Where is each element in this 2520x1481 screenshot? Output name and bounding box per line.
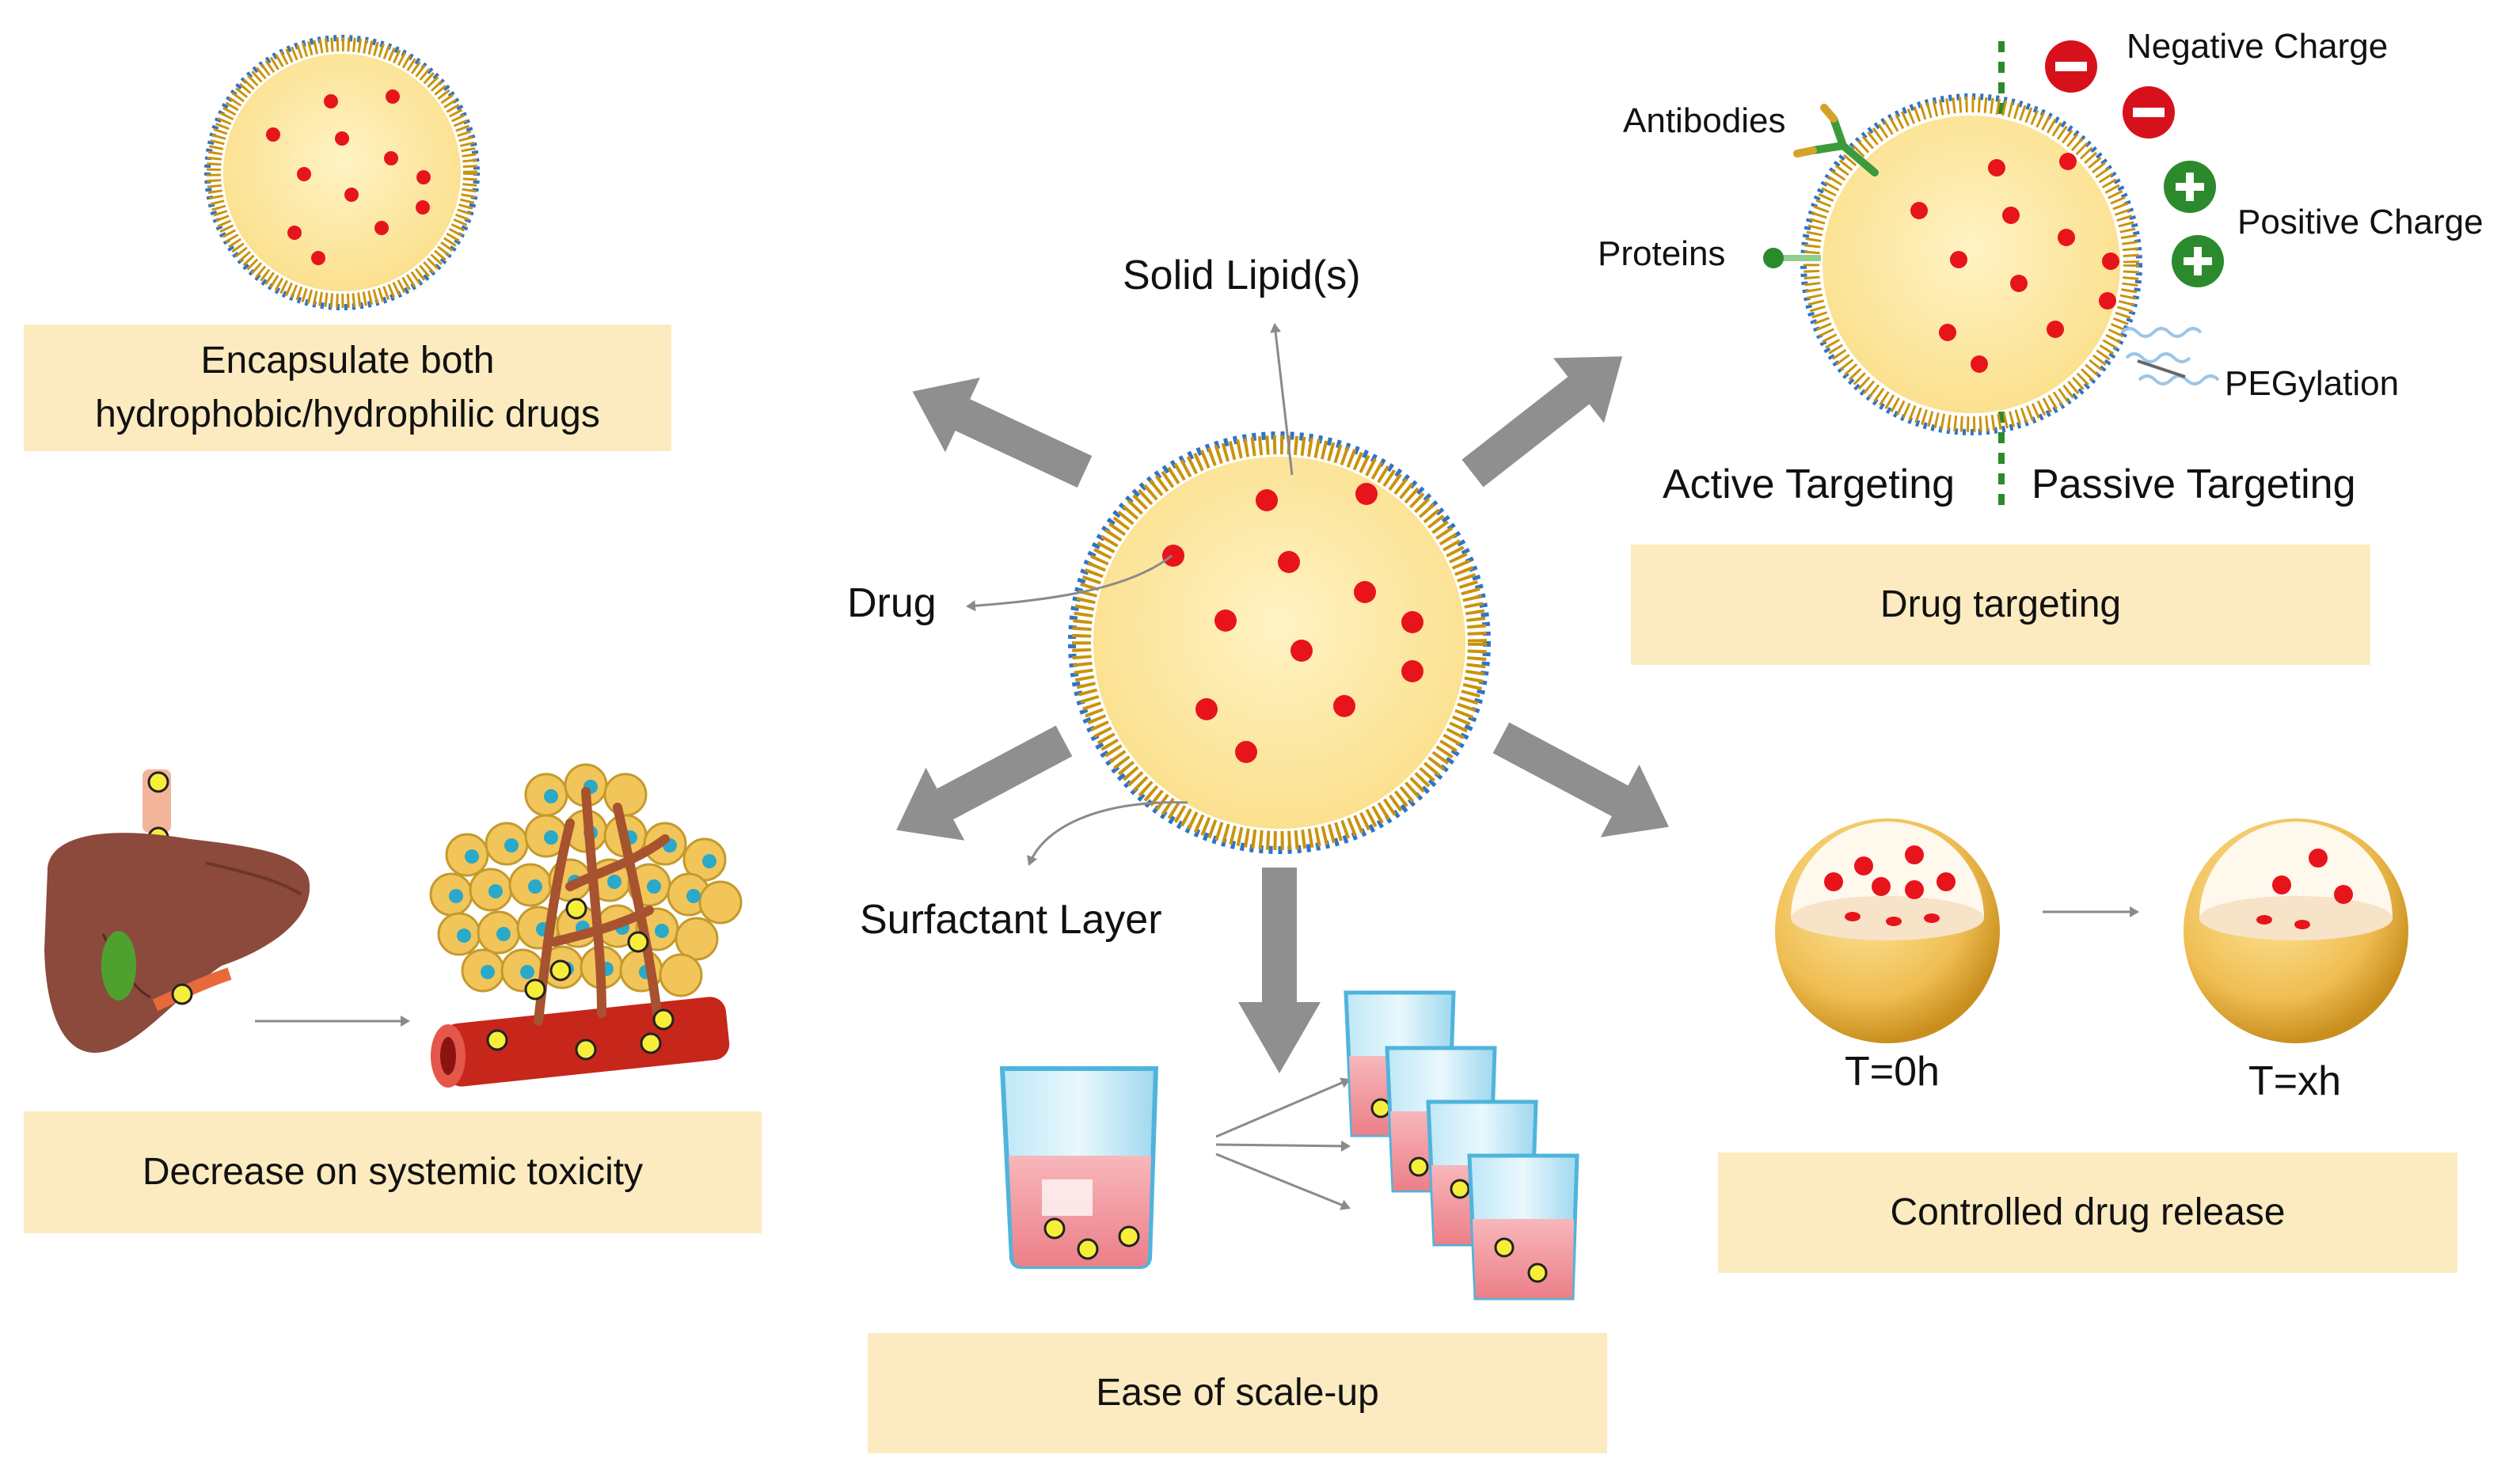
- center-callouts: [966, 323, 1294, 866]
- drug-dots: [266, 89, 431, 265]
- label-surfactant-layer: Surfactant Layer: [860, 897, 1162, 943]
- negative-charge-icon-1: [2045, 40, 2097, 93]
- liver-shape: [44, 833, 310, 1053]
- label-active-targeting: Active Targeting: [1663, 461, 1956, 507]
- liver-tumor-illustration: [44, 763, 743, 1088]
- label-pegylation: PEGylation: [2225, 364, 2400, 403]
- box-release: Controlled drug release: [1718, 1153, 2457, 1273]
- sphere-t0: [1775, 818, 2000, 1043]
- arrow-down: [1238, 868, 1321, 1073]
- targeting-particle: [1763, 40, 2224, 515]
- box-scale-up-label: Ease of scale-up: [1096, 1372, 1379, 1414]
- label-proteins: Proteins: [1598, 234, 1726, 273]
- arrow-top-left: [912, 378, 1093, 488]
- small-beakers: [1344, 990, 1579, 1301]
- box-encapsulate: Encapsulate both hydrophobic/hydrophilic…: [24, 325, 671, 451]
- box-scale-up: Ease of scale-up: [868, 1333, 1607, 1453]
- drug-dots: [1162, 483, 1423, 763]
- peg-chain-icon: [2120, 327, 2220, 385]
- release-illustration: [1775, 818, 2408, 1043]
- positive-charge-icon-1: [2164, 161, 2216, 213]
- label-antibodies: Antibodies: [1623, 101, 1786, 140]
- block-arrows: [896, 356, 1669, 1073]
- box-toxicity: Decrease on systemic toxicity: [24, 1111, 762, 1233]
- sphere-tx: [2184, 818, 2408, 1043]
- label-t0: T=0h: [1845, 1049, 1940, 1095]
- label-drug: Drug: [847, 580, 937, 626]
- large-beaker: [999, 1066, 1159, 1269]
- box-targeting-label: Drug targeting: [1880, 583, 2122, 625]
- small-particle-top-left: [204, 35, 480, 310]
- label-tx: T=xh: [2248, 1058, 2342, 1104]
- arrow-bottom-right: [1492, 722, 1669, 837]
- arrow-top-right: [1461, 356, 1623, 488]
- blood-vessel: [431, 997, 730, 1088]
- box-encapsulate-line2: hydrophobic/hydrophilic drugs: [95, 393, 600, 435]
- antibody-icon: [1793, 104, 1879, 177]
- protein-icon: [1763, 248, 1821, 268]
- scale-up-illustration: [999, 990, 1579, 1301]
- label-positive-charge: Positive Charge: [2237, 203, 2484, 241]
- box-targeting: Drug targeting: [1631, 545, 2370, 665]
- label-negative-charge: Negative Charge: [2127, 27, 2389, 66]
- label-passive-targeting: Passive Targeting: [2032, 461, 2356, 507]
- tumor-cells: [429, 763, 743, 1031]
- positive-charge-icon-2: [2172, 235, 2224, 287]
- box-toxicity-label: Decrease on systemic toxicity: [142, 1151, 644, 1193]
- central-lipid-nanoparticle: [1068, 431, 1491, 854]
- negative-charge-icon-2: [2123, 86, 2175, 139]
- box-encapsulate-line1: Encapsulate both: [200, 340, 495, 382]
- label-solid-lipid: Solid Lipid(s): [1123, 253, 1361, 298]
- box-release-label: Controlled drug release: [1890, 1191, 2286, 1233]
- arrow-bottom-left: [896, 725, 1073, 841]
